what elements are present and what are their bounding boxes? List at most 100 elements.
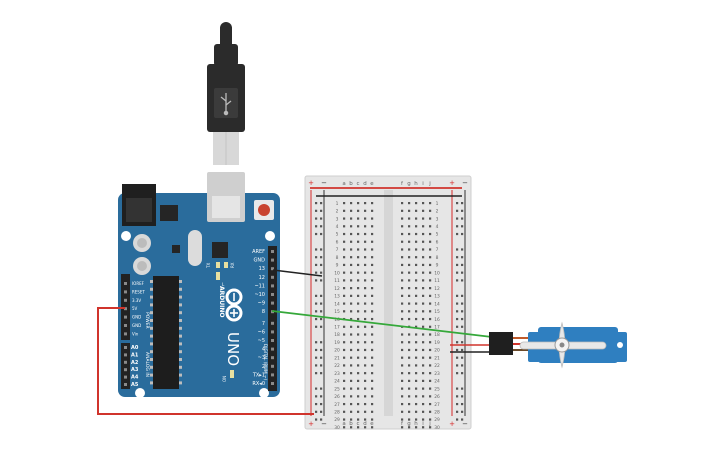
breadboard-hole[interactable] — [343, 225, 346, 228]
breadboard-hole[interactable] — [371, 294, 374, 297]
breadboard-hole[interactable] — [343, 341, 346, 344]
breadboard-hole[interactable] — [364, 279, 367, 282]
rail-hole[interactable] — [461, 217, 464, 220]
rail-hole[interactable] — [456, 395, 459, 398]
breadboard-hole[interactable] — [429, 333, 432, 336]
header-pin[interactable] — [271, 301, 274, 305]
breadboard-hole[interactable] — [371, 333, 374, 336]
usb-cable[interactable] — [207, 22, 245, 165]
rail-hole[interactable] — [315, 232, 318, 236]
rail-hole[interactable] — [456, 364, 459, 367]
breadboard-hole[interactable] — [350, 410, 353, 413]
breadboard-hole[interactable] — [415, 364, 418, 367]
breadboard-hole[interactable] — [422, 202, 425, 205]
breadboard-hole[interactable] — [343, 333, 346, 336]
breadboard-hole[interactable] — [371, 279, 374, 282]
rail-hole[interactable] — [456, 248, 459, 251]
breadboard-hole[interactable] — [429, 271, 432, 274]
rail-hole[interactable] — [320, 395, 323, 398]
breadboard-hole[interactable] — [357, 263, 360, 267]
header-pin[interactable] — [124, 307, 127, 311]
breadboard-hole[interactable] — [429, 356, 432, 359]
breadboard-hole[interactable] — [408, 410, 411, 413]
rail-hole[interactable] — [315, 410, 318, 413]
breadboard-hole[interactable] — [364, 426, 367, 429]
breadboard-hole[interactable] — [343, 348, 346, 352]
breadboard-hole[interactable] — [357, 302, 360, 305]
breadboard-hole[interactable] — [343, 271, 346, 274]
breadboard-hole[interactable] — [429, 341, 432, 344]
rail-hole[interactable] — [320, 279, 323, 282]
breadboard-hole[interactable] — [401, 310, 404, 313]
breadboard-hole[interactable] — [401, 263, 404, 267]
breadboard-hole[interactable] — [422, 263, 425, 267]
breadboard-hole[interactable] — [371, 232, 374, 236]
breadboard-hole[interactable] — [408, 225, 411, 228]
breadboard-hole[interactable] — [408, 317, 411, 321]
breadboard-hole[interactable] — [343, 217, 346, 220]
breadboard-hole[interactable] — [357, 333, 360, 336]
breadboard-hole[interactable] — [350, 271, 353, 274]
breadboard-hole[interactable] — [343, 232, 346, 236]
breadboard-hole[interactable] — [343, 310, 346, 313]
breadboard-hole[interactable] — [401, 379, 404, 382]
breadboard-hole[interactable] — [350, 348, 353, 352]
breadboard-hole[interactable] — [429, 410, 432, 413]
rail-hole[interactable] — [320, 225, 323, 228]
breadboard-hole[interactable] — [415, 256, 418, 259]
rail-hole[interactable] — [320, 271, 323, 274]
breadboard-hole[interactable] — [350, 248, 353, 251]
breadboard-hole[interactable] — [350, 364, 353, 367]
breadboard-hole[interactable] — [350, 341, 353, 344]
rail-hole[interactable] — [320, 387, 323, 390]
breadboard-hole[interactable] — [364, 232, 367, 236]
breadboard-hole[interactable] — [350, 379, 353, 382]
breadboard-hole[interactable] — [415, 294, 418, 297]
breadboard-hole[interactable] — [415, 263, 418, 267]
breadboard-hole[interactable] — [364, 402, 367, 406]
rail-hole[interactable] — [315, 217, 318, 220]
breadboard-hole[interactable] — [364, 294, 367, 297]
rail-hole[interactable] — [320, 410, 323, 413]
header-pin[interactable] — [124, 375, 127, 379]
breadboard-hole[interactable] — [408, 348, 411, 352]
header-pin[interactable] — [124, 290, 127, 294]
breadboard-hole[interactable] — [364, 202, 367, 205]
rail-hole[interactable] — [315, 271, 318, 274]
header-pin[interactable] — [271, 356, 274, 360]
breadboard-hole[interactable] — [364, 256, 367, 259]
breadboard-hole[interactable] — [364, 348, 367, 352]
breadboard-hole[interactable] — [401, 271, 404, 274]
rail-hole[interactable] — [456, 387, 459, 390]
breadboard-hole[interactable] — [415, 418, 418, 421]
header-pin[interactable] — [271, 321, 274, 325]
breadboard-hole[interactable] — [343, 426, 346, 429]
rail-hole[interactable] — [315, 310, 318, 313]
breadboard-hole[interactable] — [371, 341, 374, 344]
breadboard-hole[interactable] — [429, 256, 432, 259]
rail-hole[interactable] — [320, 294, 323, 297]
breadboard-hole[interactable] — [364, 225, 367, 228]
rail-hole[interactable] — [456, 317, 459, 321]
breadboard-hole[interactable] — [415, 279, 418, 282]
breadboard-hole[interactable] — [343, 356, 346, 359]
breadboard-hole[interactable] — [343, 410, 346, 413]
header-pin[interactable] — [271, 347, 274, 351]
breadboard-hole[interactable] — [364, 372, 367, 375]
breadboard-hole[interactable] — [350, 294, 353, 297]
breadboard-hole[interactable] — [357, 410, 360, 413]
breadboard-hole[interactable] — [408, 356, 411, 359]
breadboard-hole[interactable] — [350, 225, 353, 228]
breadboard-hole[interactable] — [371, 364, 374, 367]
rail-hole[interactable] — [315, 279, 318, 282]
header-pin[interactable] — [271, 339, 274, 342]
breadboard-hole[interactable] — [364, 217, 367, 220]
breadboard-hole[interactable] — [429, 372, 432, 375]
breadboard-hole[interactable] — [371, 240, 374, 243]
wire-gnd-black[interactable] — [272, 269, 323, 277]
rail-hole[interactable] — [315, 356, 318, 359]
breadboard-hole[interactable] — [415, 209, 418, 212]
breadboard-hole[interactable] — [415, 387, 418, 390]
header-pin[interactable] — [271, 250, 274, 253]
rail-hole[interactable] — [461, 395, 464, 398]
